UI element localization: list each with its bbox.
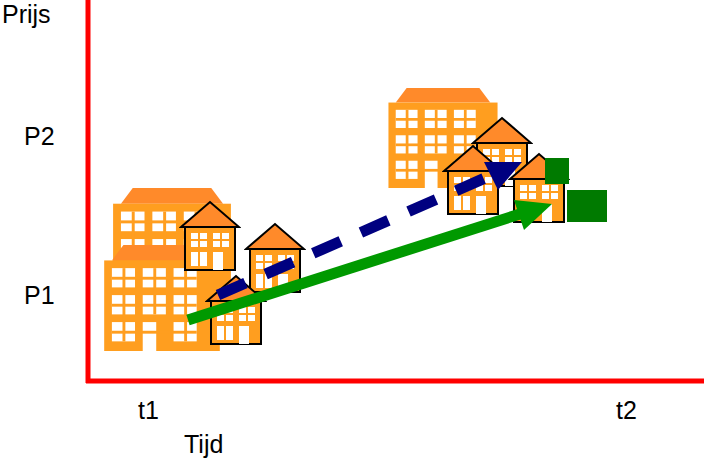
axis-tick-label: P2 <box>24 124 55 149</box>
axis-tick-label: t1 <box>138 398 159 423</box>
arrowhead <box>514 200 552 230</box>
house <box>181 202 239 270</box>
axis-tick-label: t2 <box>616 398 637 423</box>
arrow-shaft <box>188 214 520 320</box>
axis-tick-label: P1 <box>24 283 55 308</box>
axis-title: Prijs <box>2 2 51 27</box>
axis-title: Tijd <box>184 432 223 457</box>
x-axis <box>86 379 704 384</box>
green-square <box>567 190 607 222</box>
dashed-arrowhead <box>484 162 522 190</box>
y-axis <box>86 0 91 383</box>
green-square <box>545 158 569 184</box>
